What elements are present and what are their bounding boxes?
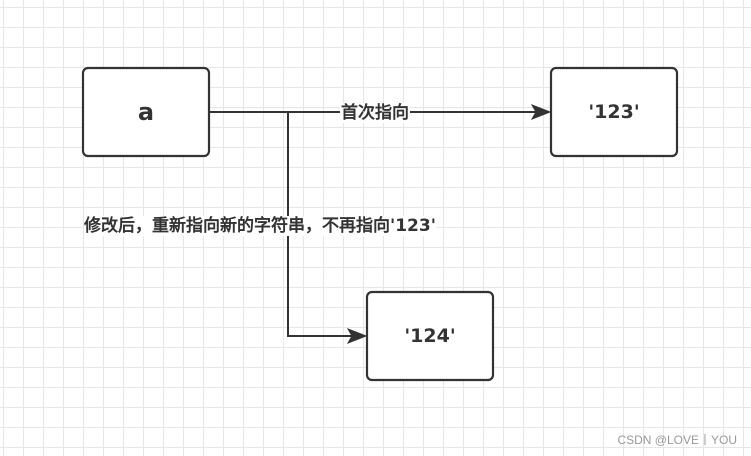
edge-reassigned-ref-label: 修改后，重新指向新的字符串，不再指向'123' (84, 216, 436, 236)
node-124-label: '124' (404, 325, 456, 347)
edge-reassigned-ref-arrowhead (346, 328, 368, 344)
edge-first-ref-label: 首次指向 (340, 103, 410, 123)
edge-first-ref-arrowhead (530, 104, 552, 120)
node-a-label: a (137, 98, 155, 126)
node-123-label: '123' (588, 101, 640, 123)
edge-reassigned-ref-line (287, 112, 352, 337)
watermark-text: CSDN @LOVE丨YOU (617, 433, 737, 447)
